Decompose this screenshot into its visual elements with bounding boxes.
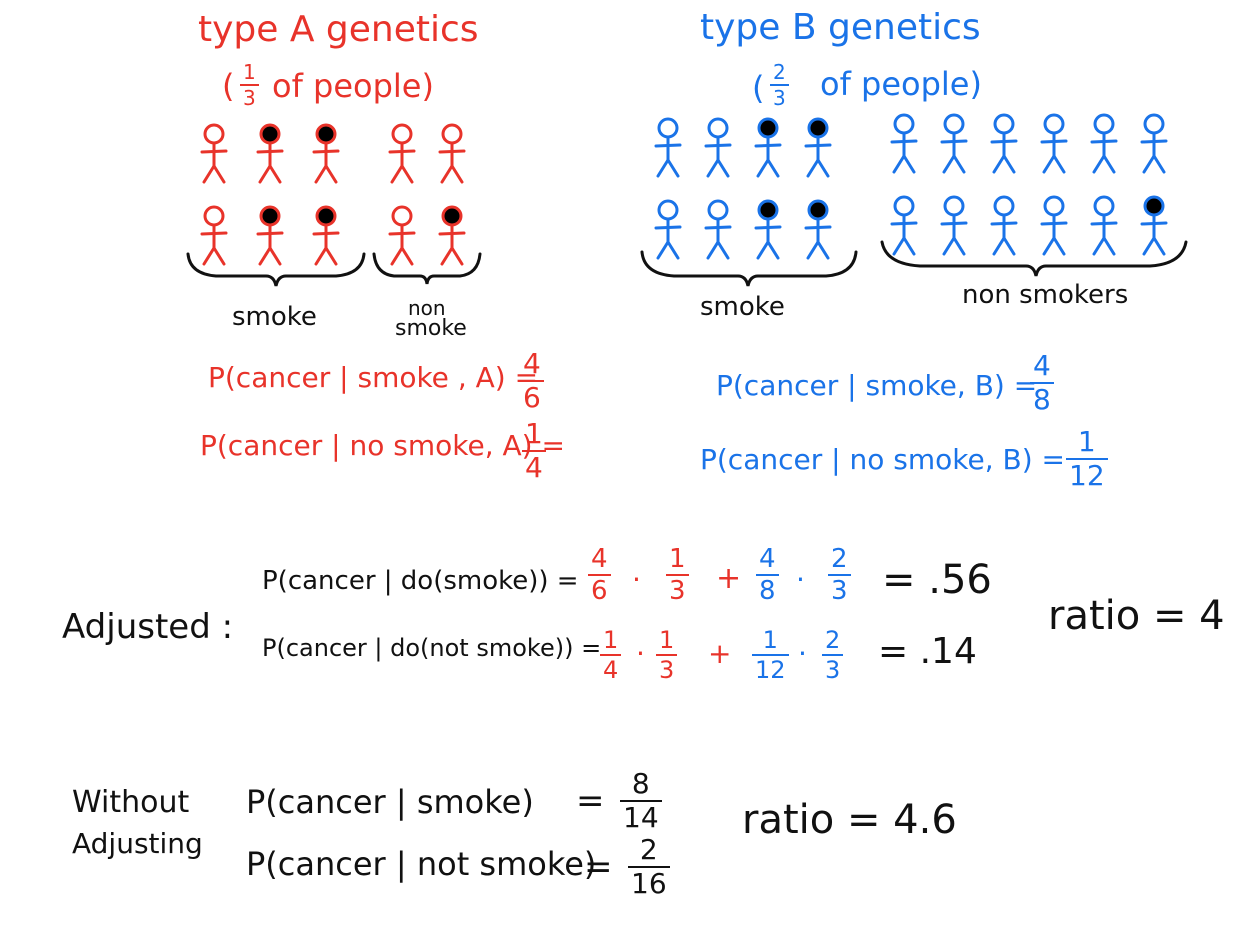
person-figure bbox=[704, 199, 732, 260]
type-a-title: type A genetics bbox=[198, 9, 479, 50]
adjusted-line2-expr: P(cancer | do(not smoke)) = bbox=[262, 634, 602, 662]
type-b-smoke-label: smoke bbox=[700, 292, 785, 322]
person-figure bbox=[890, 195, 918, 256]
person-figure bbox=[1090, 113, 1118, 174]
person-figure bbox=[1040, 113, 1068, 174]
person-cancer-figure bbox=[312, 123, 340, 184]
adjusted-line1-dot1: · bbox=[632, 563, 641, 596]
type-b-title: type B genetics bbox=[700, 7, 981, 48]
type-b-share-text: of people) bbox=[820, 65, 982, 103]
person-figure bbox=[654, 117, 682, 178]
person-figure bbox=[1140, 113, 1168, 174]
adjusted-line1-dot2: · bbox=[796, 563, 805, 596]
unadjusted-ratio: ratio = 4.6 bbox=[742, 797, 957, 843]
type-b-nonsmoker-figures bbox=[890, 113, 1168, 256]
adjusted-line2-result: = .14 bbox=[878, 631, 977, 672]
person-figure bbox=[990, 113, 1018, 174]
type-a-share-text: of people) bbox=[272, 67, 434, 105]
type-a-smoke-label: smoke bbox=[232, 302, 317, 332]
type-a-nonsmoke-label-line2: smoke bbox=[395, 316, 467, 341]
person-figure bbox=[1090, 195, 1118, 256]
person-figure bbox=[990, 195, 1018, 256]
person-cancer-figure bbox=[256, 123, 284, 184]
type-b-smoke-brace bbox=[640, 250, 858, 287]
unadjusted-line2-expr: P(cancer | not smoke) bbox=[246, 845, 597, 883]
type-b-smoker-figures bbox=[654, 117, 832, 260]
adjusted-line1-plus: + bbox=[716, 561, 742, 596]
person-cancer-figure bbox=[804, 199, 832, 260]
unadjusted-line1-eq: = bbox=[576, 781, 605, 821]
type-b-nonsmoke-label: non smokers bbox=[962, 280, 1129, 310]
person-cancer-figure bbox=[754, 199, 782, 260]
type-b-p-smoke-expr: P(cancer | smoke, B) = bbox=[716, 369, 1038, 402]
type-a-nonsmoker-figures bbox=[388, 123, 466, 266]
type-b-nonsmoke-brace bbox=[880, 240, 1188, 277]
type-a-p-smoke-expr: P(cancer | smoke , A) = bbox=[208, 361, 539, 394]
adjusted-line2-dot2: · bbox=[798, 637, 807, 670]
type-a-p-nosmoke-expr: P(cancer | no smoke, A) = bbox=[200, 429, 565, 462]
person-figure bbox=[1040, 195, 1068, 256]
person-figure bbox=[200, 205, 228, 266]
type-a-smoke-brace bbox=[186, 252, 366, 287]
adjusted-label: Adjusted : bbox=[62, 607, 234, 647]
unadjusted-line1-expr: P(cancer | smoke) bbox=[246, 783, 534, 821]
person-cancer-figure bbox=[1140, 195, 1168, 256]
person-cancer-figure bbox=[754, 117, 782, 178]
person-figure bbox=[940, 113, 968, 174]
type-b-share-open: ( bbox=[752, 69, 765, 107]
adjusted-ratio: ratio = 4 bbox=[1048, 593, 1225, 639]
person-cancer-figure bbox=[312, 205, 340, 266]
person-figure bbox=[704, 117, 732, 178]
type-a-smoker-figures bbox=[200, 123, 340, 266]
adjusted-line1-result: = .56 bbox=[882, 557, 992, 603]
type-a-nonsmoke-brace bbox=[372, 252, 482, 285]
person-figure bbox=[940, 195, 968, 256]
unadjusted-line2-eq: = bbox=[584, 847, 613, 887]
person-figure bbox=[200, 123, 228, 184]
person-cancer-figure bbox=[804, 117, 832, 178]
person-cancer-figure bbox=[256, 205, 284, 266]
type-a-nonsmoke-label-line1: non bbox=[408, 296, 446, 320]
adjusted-line2-dot1: · bbox=[636, 637, 645, 670]
unadjusted-label-line1: Without bbox=[72, 785, 190, 820]
type-b-p-nosmoke-expr: P(cancer | no smoke, B) = bbox=[700, 443, 1065, 476]
person-figure bbox=[654, 199, 682, 260]
type-a-share-open: ( bbox=[222, 67, 235, 105]
adjusted-line1-expr: P(cancer | do(smoke)) = bbox=[262, 566, 579, 596]
person-figure bbox=[388, 205, 416, 266]
person-cancer-figure bbox=[438, 205, 466, 266]
person-figure bbox=[438, 123, 466, 184]
person-figure bbox=[890, 113, 918, 174]
unadjusted-label-line2: Adjusting bbox=[72, 827, 203, 860]
adjusted-line2-plus: + bbox=[708, 637, 732, 670]
person-figure bbox=[388, 123, 416, 184]
